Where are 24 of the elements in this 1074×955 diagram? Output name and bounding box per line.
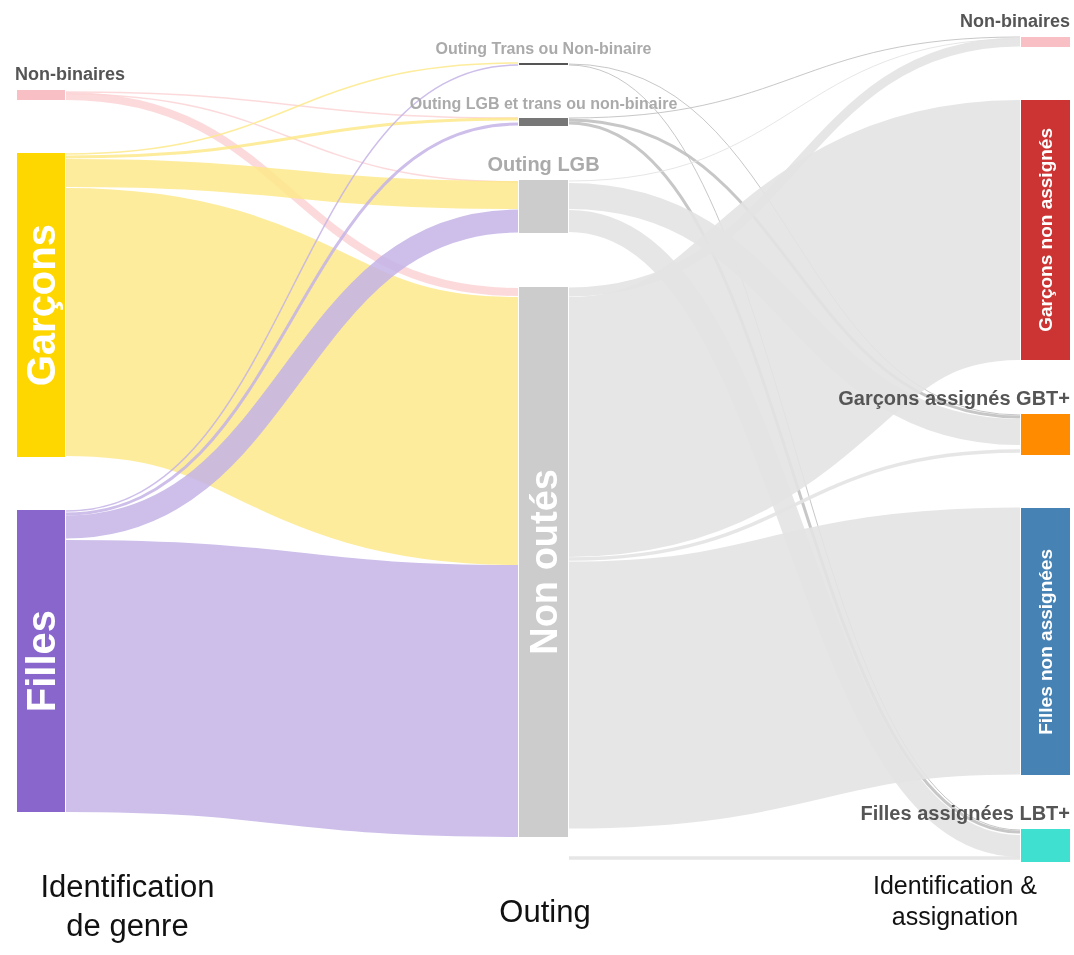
flow-link xyxy=(568,36,1021,119)
node-label: Outing LGB xyxy=(487,153,600,175)
node-label: Garçons xyxy=(21,223,61,387)
column-heading: Outing xyxy=(498,893,592,931)
node-label: Filles assignées LBT+ xyxy=(860,802,1070,824)
node-label: Outing Trans ou Non-binaire xyxy=(435,40,652,58)
flow-link xyxy=(65,91,519,119)
node-label: Outing LGB et trans ou non-binaire xyxy=(409,95,678,113)
node-label: Non-binaires xyxy=(15,65,125,85)
node-label: Garçons assignés GBT+ xyxy=(838,387,1070,409)
flow-link xyxy=(568,37,1021,297)
column-heading: Identification & assignation xyxy=(872,870,1038,933)
flow-link xyxy=(64,540,520,837)
column-heading: Identification de genre xyxy=(39,868,216,945)
node-label: Non-binaires xyxy=(960,12,1070,32)
node-label: Garçons non assignés xyxy=(1036,128,1055,332)
flow-link xyxy=(65,62,519,155)
flow-link xyxy=(65,92,519,296)
flow-link xyxy=(568,449,1021,561)
node-label: Filles non assignées xyxy=(1036,548,1055,735)
flow-link xyxy=(65,159,519,209)
flow-link xyxy=(65,117,519,159)
flow-link xyxy=(567,183,1022,445)
node-label: Filles xyxy=(21,609,61,713)
